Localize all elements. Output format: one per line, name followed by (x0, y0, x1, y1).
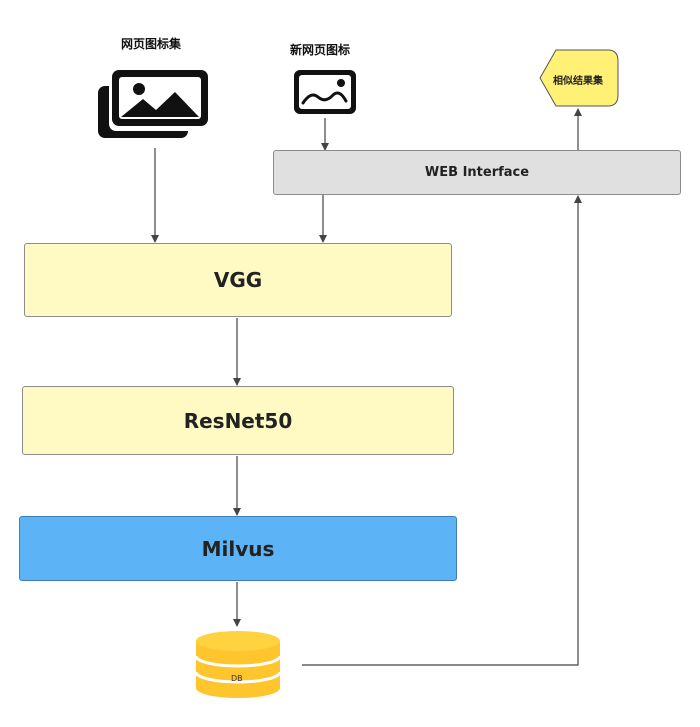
image-set-icon (98, 70, 208, 138)
results-shape (539, 49, 619, 107)
web-interface-box: WEB Interface (273, 150, 681, 195)
image-set-label: 网页图标集 (121, 37, 182, 51)
arrow-db-to-interface (302, 195, 582, 666)
milvus-box: Milvus (19, 516, 457, 581)
results-label: 相似结果集 (553, 76, 603, 87)
resnet50-box: ResNet50 (22, 386, 454, 455)
db-label: DB (231, 674, 243, 683)
new-image-label: 新网页图标 (290, 43, 351, 57)
vgg-box: VGG (24, 243, 452, 317)
new-image-icon (294, 70, 356, 114)
db-cylinder-icon (194, 631, 282, 698)
